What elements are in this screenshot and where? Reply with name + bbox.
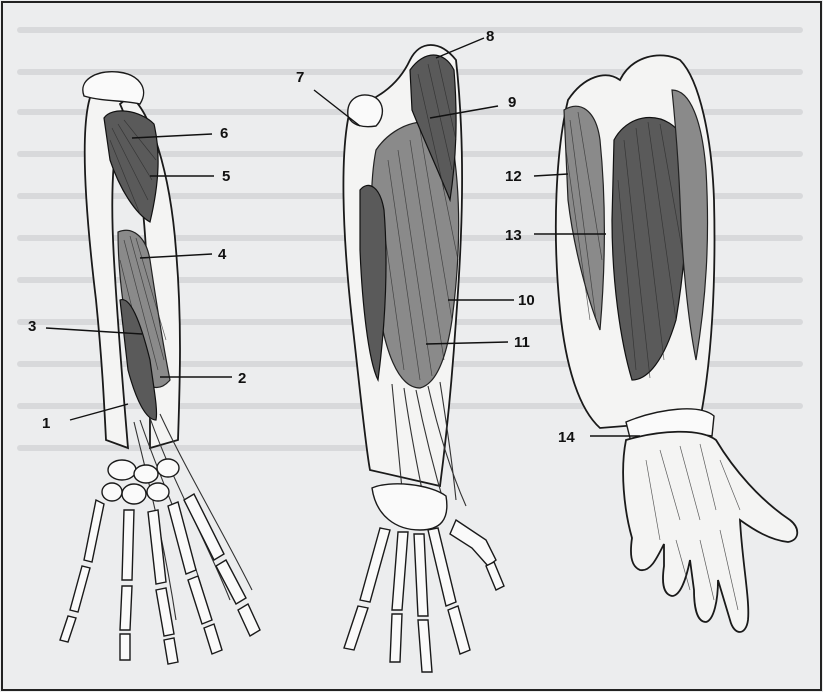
label-14: 14 — [558, 429, 575, 446]
left-forearm-deep-view — [60, 72, 260, 664]
right-forearm-surface-view — [556, 55, 797, 632]
label-13: 13 — [505, 227, 522, 244]
label-9: 9 — [508, 94, 516, 111]
label-7: 7 — [296, 69, 304, 86]
label-3: 3 — [28, 318, 36, 335]
label-10: 10 — [518, 292, 535, 309]
label-8: 8 — [486, 28, 494, 45]
label-11: 11 — [514, 334, 530, 351]
label-5: 5 — [222, 168, 230, 185]
label-1: 1 — [42, 415, 50, 432]
label-2: 2 — [238, 370, 246, 387]
label-6: 6 — [220, 125, 228, 142]
label-4: 4 — [218, 246, 227, 263]
label-12: 12 — [505, 168, 522, 185]
middle-forearm-superficial-view — [343, 45, 504, 672]
